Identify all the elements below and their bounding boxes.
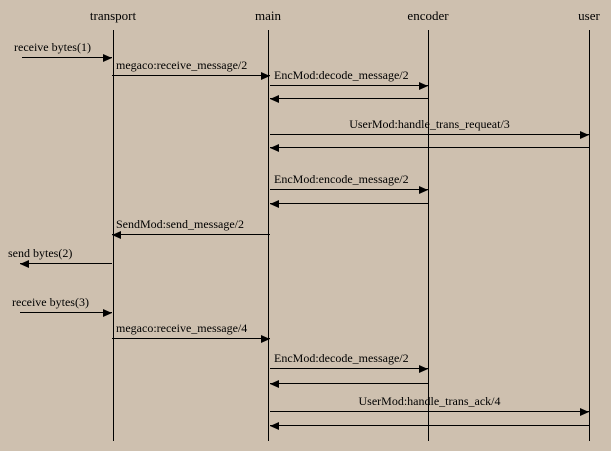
message-label: send bytes(2) — [8, 246, 73, 260]
message-line — [270, 411, 589, 412]
arrowhead-left-icon — [270, 143, 279, 152]
message-line — [20, 263, 112, 264]
lifeline-user — [589, 30, 590, 441]
arrowhead-right-icon — [103, 53, 112, 62]
arrowhead-right-icon — [261, 334, 270, 343]
arrowhead-left-icon — [270, 199, 279, 208]
actor-label-transport: transport — [89, 8, 137, 23]
arrowhead-right-icon — [419, 185, 428, 194]
message-line — [270, 368, 428, 369]
arrowhead-left-icon — [20, 259, 29, 268]
actor-label-encoder: encoder — [407, 8, 449, 23]
message-label: SendMod:send_message/2 — [116, 217, 244, 231]
message-line — [22, 57, 112, 58]
lifeline-main — [268, 30, 269, 441]
actor-label-user: user — [578, 8, 600, 23]
actor-label-main: main — [255, 8, 281, 23]
message-line — [270, 189, 428, 190]
message-line — [20, 312, 112, 313]
arrowhead-right-icon — [103, 308, 112, 317]
message-line — [112, 75, 270, 76]
return-line — [270, 203, 428, 204]
lifeline-encoder — [428, 30, 429, 441]
message-label: UserMod:handle_trans_ack/4 — [358, 394, 501, 408]
message-label: megaco:receive_message/4 — [116, 321, 248, 335]
message-label: receive bytes(3) — [12, 295, 89, 309]
arrowhead-left-icon — [112, 230, 121, 239]
message-label: EncMod:decode_message/2 — [274, 351, 409, 365]
message-label: EncMod:encode_message/2 — [274, 172, 409, 186]
message-line — [112, 234, 270, 235]
return-line — [270, 98, 428, 99]
return-line — [270, 147, 589, 148]
message-label: megaco:receive_message/2 — [116, 58, 248, 72]
arrowhead-right-icon — [419, 364, 428, 373]
message-label: EncMod:decode_message/2 — [274, 68, 409, 82]
arrowhead-right-icon — [580, 407, 589, 416]
message-line — [270, 85, 428, 86]
message-line — [112, 338, 270, 339]
arrowhead-left-icon — [270, 94, 279, 103]
arrowhead-right-icon — [580, 130, 589, 139]
return-line — [270, 425, 589, 426]
arrowhead-right-icon — [419, 81, 428, 90]
return-line — [270, 383, 428, 384]
message-label: receive bytes(1) — [14, 40, 91, 54]
arrowhead-left-icon — [270, 379, 279, 388]
arrowhead-right-icon — [261, 71, 270, 80]
message-line — [270, 134, 589, 135]
arrowhead-left-icon — [270, 421, 279, 430]
message-label: UserMod:handle_trans_requeat/3 — [349, 117, 510, 131]
